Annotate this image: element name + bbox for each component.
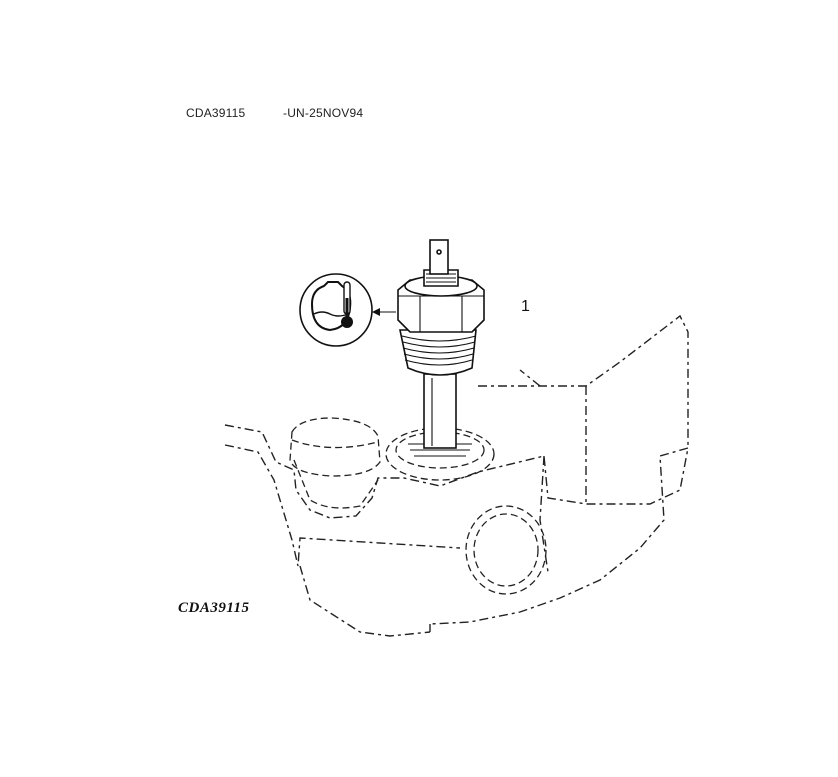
figure-code: CDA39115: [178, 600, 250, 616]
engine-block-outline: [224, 314, 689, 637]
coolant-temperature-icon: [299, 273, 373, 347]
sensor-thread: [399, 329, 477, 376]
sensor-terminal: [423, 239, 459, 287]
sensor-probe: [423, 373, 457, 449]
image-date: -UN-25NOV94: [283, 106, 364, 120]
side-port-outline: [465, 505, 547, 595]
callout-label: 1: [521, 298, 530, 315]
drain-plug-outline: [289, 417, 381, 509]
arrow-head-icon: [372, 308, 380, 316]
image-code: CDA39115: [186, 106, 246, 120]
